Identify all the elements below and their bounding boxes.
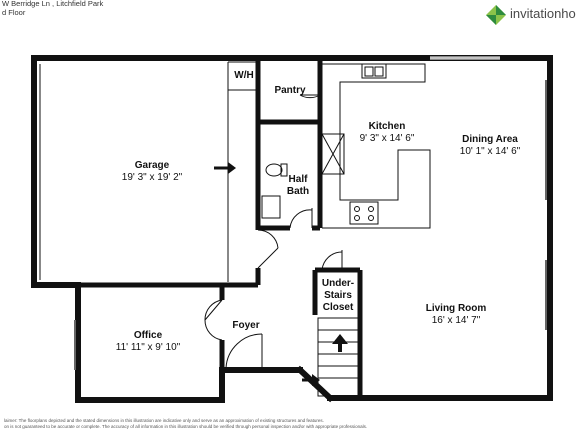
room-dining-name: Dining Area — [462, 134, 518, 145]
room-office: Office 11' 11" x 9' 10" — [108, 330, 188, 354]
stairs — [317, 317, 359, 397]
property-address: W Berridge Ln , Litchfield Park — [2, 0, 104, 8]
room-kitchen: Kitchen 9' 3" x 14' 6" — [352, 121, 422, 145]
disclaimer-line2: on is not guaranteed to be accurate or c… — [4, 424, 368, 429]
disclaimer-line1: laimer: The floorplans depicted and the … — [4, 418, 324, 423]
room-office-name: Office — [133, 330, 163, 341]
closet-line2: Stairs — [324, 290, 352, 301]
room-garage-dims: 19' 3" x 19' 2" — [121, 172, 183, 183]
room-living-dims: 16' x 14' 7" — [431, 315, 481, 326]
room-dining-dims: 10' 1" x 14' 6" — [459, 146, 521, 157]
room-half-bath: Half Bath — [284, 174, 312, 198]
room-pantry: Pantry — [274, 85, 306, 96]
room-under-stairs-closet: Under- Stairs Closet — [316, 278, 360, 314]
floor-label: d Floor — [2, 8, 26, 17]
invitation-homes-logo-icon — [486, 5, 506, 25]
room-kitchen-dims: 9' 3" x 14' 6" — [359, 133, 415, 144]
stair-up-arrow-icon — [332, 334, 348, 352]
room-half-bath-line2: Bath — [286, 186, 310, 197]
closet-line1: Under- — [321, 278, 355, 289]
bath-sink-icon — [261, 195, 281, 219]
brand-name: invitationho — [510, 6, 576, 21]
room-wh: W/H — [234, 70, 254, 81]
sink-icon — [361, 63, 387, 79]
room-foyer: Foyer — [232, 320, 260, 331]
room-garage: Garage 19' 3" x 19' 2" — [112, 160, 192, 184]
toilet-icon — [265, 163, 288, 177]
kitchen-counter — [321, 63, 431, 229]
room-office-dims: 11' 11" x 9' 10" — [115, 342, 181, 353]
room-dining: Dining Area 10' 1" x 14' 6" — [452, 134, 528, 158]
room-living: Living Room 16' x 14' 7" — [418, 303, 494, 327]
closet-line3: Closet — [322, 302, 354, 313]
room-living-name: Living Room — [425, 303, 487, 314]
disclaimer: laimer: The floorplans depicted and the … — [4, 418, 576, 430]
room-garage-name: Garage — [134, 160, 170, 171]
room-half-bath-line1: Half — [288, 174, 308, 185]
room-kitchen-name: Kitchen — [368, 121, 406, 132]
stove-icon — [349, 201, 379, 225]
entry-arrow-icon — [214, 162, 320, 386]
